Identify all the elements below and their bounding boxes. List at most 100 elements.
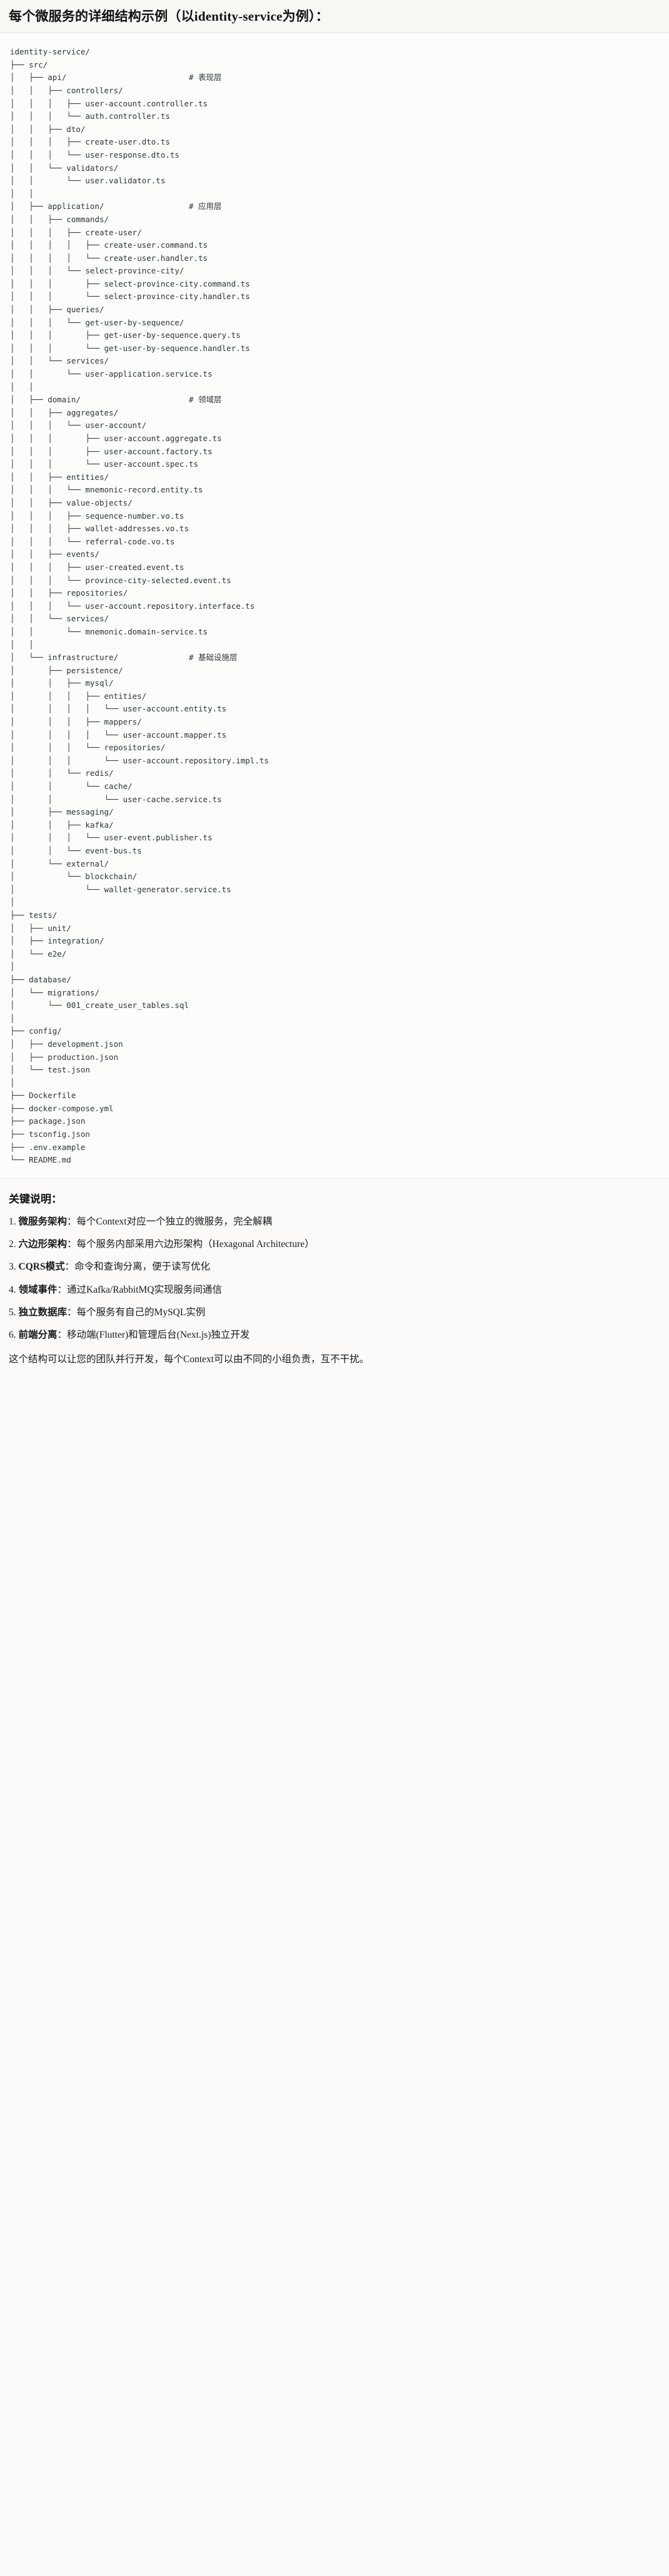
tree-line: │ │ │ ├── create-user.dto.ts bbox=[10, 137, 170, 147]
tree-line: │ │ ├── mysql/ bbox=[10, 678, 114, 688]
tree-line: │ └── blockchain/ bbox=[10, 872, 138, 882]
tree-line: │ ├── integration/ bbox=[10, 936, 104, 946]
tree-line: │ ├── development.json bbox=[10, 1039, 123, 1049]
directory-tree: identity-service/ ├── src/ │ ├── api/ # 表现… bbox=[0, 46, 669, 1167]
tree-line: │ │ │ ├── entities/ bbox=[10, 691, 147, 701]
key-note-number: 5. bbox=[9, 1306, 19, 1318]
tree-line: │ │ │ └── mnemonic-record.entity.ts bbox=[10, 485, 203, 495]
tree-line: │ │ └── redis/ bbox=[10, 768, 114, 778]
key-note-term: 领域事件 bbox=[18, 1284, 58, 1295]
key-note-item: 1. 微服务架构：每个Context对应一个独立的微服务，完全解耦 bbox=[9, 1214, 660, 1229]
key-note-item: 3. CQRS模式：命令和查询分离，便于读写优化 bbox=[9, 1260, 660, 1274]
key-note-description: 每个Context对应一个独立的微服务，完全解耦 bbox=[76, 1216, 273, 1227]
key-note-number: 1. bbox=[9, 1216, 19, 1227]
tree-line: identity-service/ bbox=[10, 47, 90, 57]
tree-line: │ │ │ └── province-city-selected.event.t… bbox=[10, 575, 231, 585]
tree-line: │ │ │ └── get-user-by-sequence.handler.t… bbox=[10, 343, 250, 353]
tree-line: │ │ │ │ ├── create-user.command.ts bbox=[10, 240, 208, 250]
tree-line: ├── config/ bbox=[10, 1026, 62, 1036]
tree-line: │ │ │ │ └── user-account.mapper.ts bbox=[10, 730, 227, 740]
tree-line: │ │ │ └── auth.controller.ts bbox=[10, 111, 170, 121]
key-note-term: CQRS模式 bbox=[18, 1261, 65, 1273]
tree-line: └── README.md bbox=[10, 1155, 71, 1165]
closing-paragraph: 这个结构可以让您的团队并行开发，每个Context可以由不同的小组负责，互不干扰… bbox=[9, 1354, 370, 1365]
tree-line: │ └── test.json bbox=[10, 1065, 90, 1075]
tree-line: │ └── 001_create_user_tables.sql bbox=[10, 1000, 189, 1011]
tree-line: │ └── infrastructure/ # 基础设施层 bbox=[10, 653, 238, 663]
tree-line: │ │ │ ├── user-account.aggregate.ts bbox=[10, 434, 222, 443]
tree-line: │ │ │ └── select-province-city.handler.t… bbox=[10, 292, 250, 302]
key-note-term: 独立数据库 bbox=[18, 1306, 68, 1318]
tree-line: │ │ │ └── get-user-by-sequence/ bbox=[10, 317, 184, 327]
tree-line: │ │ ├── events/ bbox=[10, 549, 99, 559]
key-note-description: 每个服务内部采用六边形架构（Hexagonal Architecture） bbox=[76, 1239, 314, 1250]
tree-line: │ │ └── services/ bbox=[10, 356, 109, 366]
key-note-description: 每个服务有自己的MySQL实例 bbox=[76, 1306, 206, 1318]
tree-line: │ ├── messaging/ bbox=[10, 807, 114, 817]
tree-line: │ │ │ ├── wallet-addresses.vo.ts bbox=[10, 524, 189, 534]
tree-line: │ │ │ └── repositories/ bbox=[10, 743, 166, 753]
tree-line: │ └── external/ bbox=[10, 858, 109, 868]
tree-line: │ │ ├── controllers/ bbox=[10, 85, 123, 95]
tree-line: │ └── migrations/ bbox=[10, 987, 99, 997]
tree-line: │ │ │ └── user-account.repository.interf… bbox=[10, 601, 255, 611]
key-note-number: 3. bbox=[9, 1261, 19, 1273]
tree-line: │ bbox=[10, 1077, 15, 1087]
key-note-term: 六边形架构 bbox=[18, 1239, 68, 1250]
tree-line: │ │ └── cache/ bbox=[10, 781, 133, 792]
tree-line: ├── src/ bbox=[10, 59, 48, 69]
tree-line: │ │ └── mnemonic.domain-service.ts bbox=[10, 626, 208, 636]
tree-line: │ │ │ └── referral-code.vo.ts bbox=[10, 536, 175, 546]
tree-line: │ bbox=[10, 1013, 15, 1023]
tree-line: │ │ └── validators/ bbox=[10, 163, 119, 173]
tree-line: │ │ ├── kafka/ bbox=[10, 820, 114, 830]
tree-line: │ │ └── user-cache.service.ts bbox=[10, 794, 222, 804]
key-note-separator: ： bbox=[67, 1216, 77, 1227]
page-title: 每个微服务的详细结构示例（以identity-service为例）： bbox=[9, 9, 329, 24]
tree-line: ├── docker-compose.yml bbox=[10, 1103, 114, 1113]
tree-line: │ │ bbox=[10, 188, 34, 198]
key-notes-heading: 关键说明： bbox=[9, 1193, 62, 1205]
key-note-description: 通过Kafka/RabbitMQ实现服务间通信 bbox=[67, 1284, 223, 1295]
tree-line: │ │ │ ├── user-account.controller.ts bbox=[10, 98, 208, 108]
key-notes-list: 1. 微服务架构：每个Context对应一个独立的微服务，完全解耦 2. 六边形架… bbox=[9, 1214, 660, 1343]
key-note-item: 4. 领域事件：通过Kafka/RabbitMQ实现服务间通信 bbox=[9, 1283, 660, 1297]
key-note-separator: ： bbox=[57, 1284, 68, 1295]
tree-line: │ ├── production.json bbox=[10, 1052, 119, 1062]
tree-line: ├── tests/ bbox=[10, 910, 58, 920]
tree-line: │ bbox=[10, 962, 15, 972]
tree-line: ├── package.json bbox=[10, 1116, 86, 1126]
tree-line: │ │ bbox=[10, 639, 34, 649]
tree-line: │ │ ├── aggregates/ bbox=[10, 407, 119, 417]
tree-line: │ │ ├── commands/ bbox=[10, 214, 109, 224]
tree-line: │ └── wallet-generator.service.ts bbox=[10, 884, 231, 894]
tree-line: │ ├── api/ # 表现层 bbox=[10, 73, 222, 83]
tree-line: │ │ │ ├── mappers/ bbox=[10, 717, 142, 727]
tree-line: ├── Dockerfile bbox=[10, 1091, 76, 1101]
tree-line: │ │ │ └── user-account.spec.ts bbox=[10, 459, 199, 469]
tree-line: │ │ │ └── select-province-city/ bbox=[10, 266, 184, 276]
tree-line: │ │ │ ├── create-user/ bbox=[10, 227, 142, 237]
tree-line: │ │ │ └── user-event.publisher.ts bbox=[10, 833, 213, 843]
tree-line: │ │ └── event-bus.ts bbox=[10, 846, 142, 855]
tree-line: │ │ │ │ └── user-account.entity.ts bbox=[10, 704, 227, 714]
key-note-number: 4. bbox=[9, 1284, 19, 1295]
key-note-description: 移动端(Flutter)和管理后台(Next.js)独立开发 bbox=[67, 1330, 250, 1341]
tree-line: │ │ │ ├── user-created.event.ts bbox=[10, 562, 184, 572]
tree-line: ├── database/ bbox=[10, 974, 71, 984]
tree-line: │ ├── persistence/ bbox=[10, 665, 123, 675]
key-note-separator: ： bbox=[67, 1239, 77, 1250]
tree-line: │ │ │ ├── get-user-by-sequence.query.ts bbox=[10, 330, 241, 340]
tree-line: │ │ │ ├── select-province-city.command.t… bbox=[10, 278, 250, 288]
tree-line: │ │ │ │ └── create-user.handler.ts bbox=[10, 253, 208, 263]
tree-line: │ bbox=[10, 897, 15, 907]
key-note-separator: ： bbox=[64, 1261, 75, 1273]
tree-line: │ │ │ ├── sequence-number.vo.ts bbox=[10, 511, 184, 521]
tree-line: │ │ │ └── user-response.dto.ts bbox=[10, 150, 179, 160]
key-note-separator: ： bbox=[67, 1306, 77, 1318]
tree-line: │ │ └── user-application.service.ts bbox=[10, 369, 213, 379]
directory-tree-block: identity-service/ ├── src/ │ ├── api/ # 表现… bbox=[0, 33, 669, 1179]
key-note-number: 6. bbox=[9, 1330, 19, 1341]
key-note-item: 6. 前端分离：移动端(Flutter)和管理后台(Next.js)独立开发 bbox=[9, 1328, 660, 1342]
key-note-item: 2. 六边形架构：每个服务内部采用六边形架构（Hexagonal Archite… bbox=[9, 1237, 660, 1251]
